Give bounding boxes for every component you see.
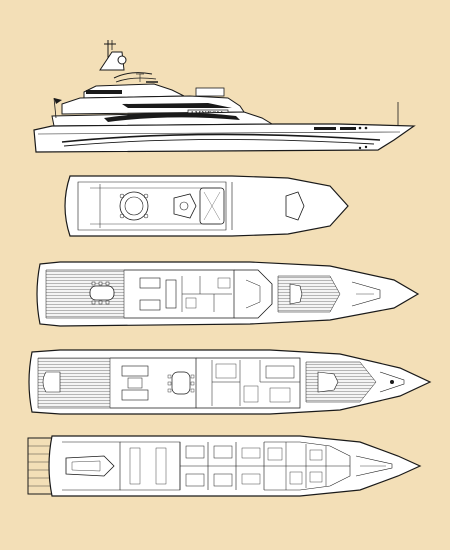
sun-deck-helm — [173, 193, 197, 219]
owner-suite — [196, 357, 301, 409]
main-saloon — [110, 357, 197, 409]
main-deck-windows — [104, 112, 240, 122]
main-aft-deck — [38, 358, 110, 408]
sun-deck-lounge — [119, 191, 149, 221]
sun-deck-outline — [64, 175, 349, 237]
profile-view: AMNESIA — [33, 40, 416, 153]
bridge-aft-deck — [46, 270, 124, 318]
tender — [65, 455, 115, 477]
main-bow-equipment — [379, 371, 405, 393]
sun-deck-plan — [64, 175, 349, 237]
main-dining-table — [171, 371, 191, 395]
guest-cabins — [179, 442, 265, 490]
bridge-deck-plan — [36, 261, 420, 327]
wheelhouse — [234, 269, 273, 319]
owner-bed — [265, 365, 295, 379]
sun-deck-jacuzzi — [199, 187, 225, 225]
bridge-windows — [122, 103, 232, 108]
sun-deck-console — [195, 87, 225, 97]
main-foredeck — [306, 362, 376, 402]
hull-portlights — [314, 127, 336, 130]
hull — [33, 123, 416, 153]
bridge-saloon — [124, 269, 235, 319]
bridge-cabins — [181, 276, 232, 312]
bridge-foredeck — [278, 276, 340, 312]
forepeak — [355, 455, 393, 477]
bridge-bow-tender — [351, 281, 381, 307]
sun-deck-windows — [86, 90, 122, 94]
tender-garage — [62, 441, 121, 491]
mast — [99, 40, 157, 83]
sun-deck-bow-seat — [285, 191, 305, 221]
bridge-dining-table — [89, 285, 115, 301]
lower-deck-plan — [27, 435, 422, 497]
main-deck-plan — [28, 349, 432, 415]
